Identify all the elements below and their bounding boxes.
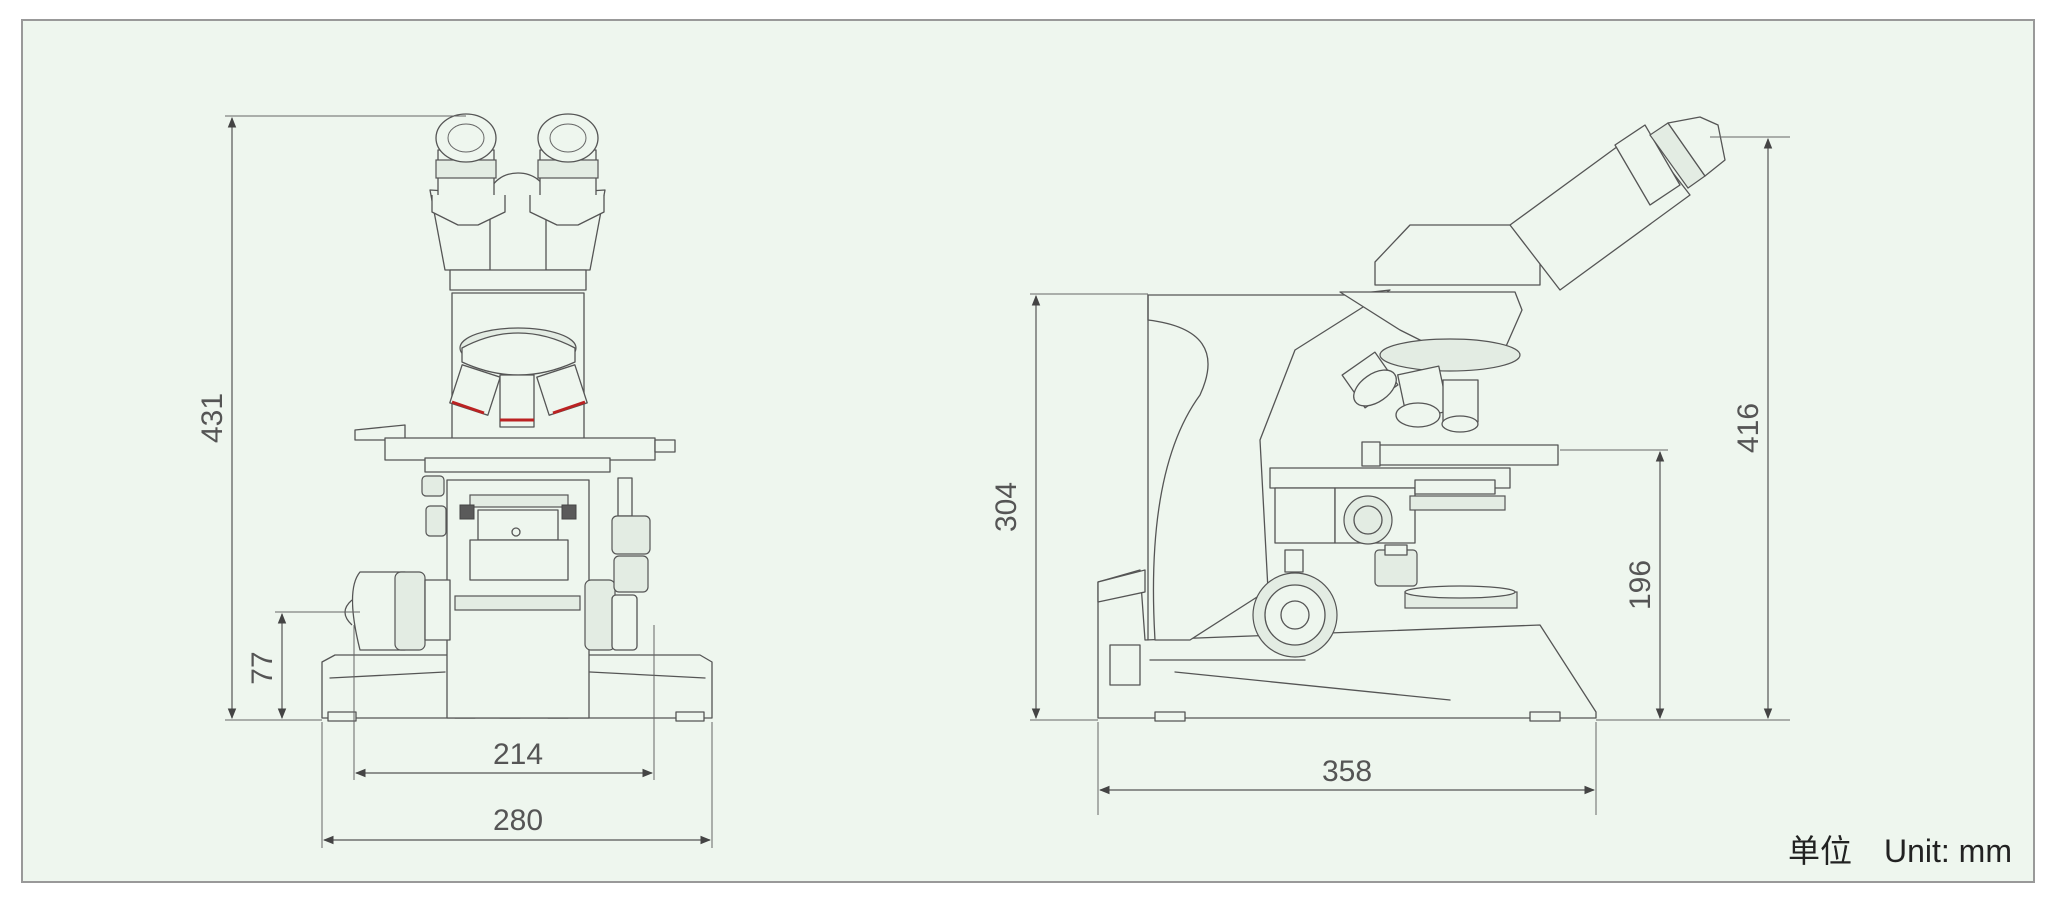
front-dimensions: 431 77 214 280 <box>196 115 713 848</box>
dim-side-total-height: 416 <box>1732 403 1765 453</box>
front-stage <box>354 424 676 581</box>
front-eyepieces <box>431 113 605 226</box>
dim-side-stage-height: 196 <box>1624 560 1657 610</box>
dim-side-depth: 358 <box>1322 755 1372 788</box>
side-light-source <box>1404 585 1518 609</box>
front-nosepiece <box>449 327 588 428</box>
dim-front-knob-height: 77 <box>246 651 279 684</box>
units-label: 单位 Unit: mm <box>1788 833 2012 869</box>
side-focus-knob <box>1252 549 1338 658</box>
dim-front-height: 431 <box>196 393 229 443</box>
side-nosepiece <box>1341 338 1521 433</box>
front-focus-knobs <box>344 475 651 651</box>
side-base <box>1097 569 1597 722</box>
side-stage <box>1269 441 1559 587</box>
side-view: 304 196 416 358 <box>990 116 1790 815</box>
side-dimensions: 304 196 416 358 <box>990 136 1790 815</box>
dim-front-base-width: 280 <box>493 804 543 837</box>
front-view: 431 77 214 280 <box>196 113 713 848</box>
dim-front-inner-width: 214 <box>493 738 543 771</box>
side-arm <box>1147 289 1391 641</box>
dim-side-arm-height: 304 <box>990 482 1023 532</box>
